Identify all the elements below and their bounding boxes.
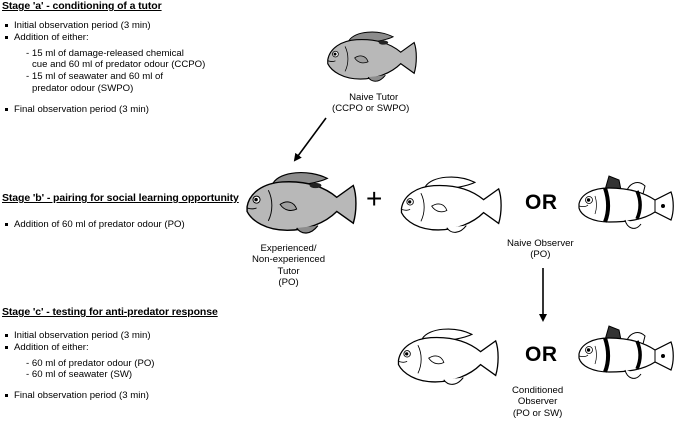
conditioned-observer-cardinalfish-icon	[577, 324, 676, 381]
naive-observer-damselfish-icon	[400, 176, 502, 234]
conditioned-observer-label: Conditioned	[512, 385, 564, 396]
plus-symbol: +	[366, 183, 383, 214]
stage-c-steps: Initial observation period (3 min) Addit…	[2, 330, 155, 402]
stage-a-steps: Initial observation period (3 min) Addit…	[2, 20, 205, 116]
or-symbol-stage-c: OR	[525, 343, 558, 366]
stage-c-option-po: - 60 ml of predator odour (PO)	[26, 357, 155, 369]
tutor-label-experienced: Experienced/	[260, 243, 317, 254]
conditioned-observer-label-2: Observer	[517, 396, 558, 408]
naive-observer-caption: Naive Observer (PO)	[507, 238, 574, 261]
naive-observer-treatment: (PO)	[530, 249, 551, 261]
naive-observer-cardinalfish-icon	[577, 174, 676, 231]
tutor-label-non-experienced: Non-experienced	[252, 254, 326, 266]
or-symbol-stage-b: OR	[525, 191, 558, 214]
tutor-treatment: (PO)	[278, 277, 299, 289]
stage-a-option-swpo-cont: predator odour (SWPO)	[32, 82, 134, 94]
stage-a-option-ccpo: - 15 ml of damage-released chemical	[26, 47, 184, 59]
naive-observer-label: Naive Observer	[507, 238, 574, 249]
stage-a-step-addition: Addition of either:	[2, 32, 205, 44]
conditioned-observer-damselfish-icon	[397, 328, 499, 386]
tutor-label: Tutor	[277, 265, 300, 277]
stage-c-step-addition: Addition of either:	[2, 342, 155, 354]
stage-a-step-final: Final observation period (3 min)	[2, 104, 205, 116]
arrow-down-icon	[293, 117, 327, 162]
stage-a-title: Stage 'a' - conditioning of a tutor	[2, 0, 162, 12]
stage-a-option-ccpo-cont: cue and 60 ml of predator odour (CCPO)	[32, 59, 206, 71]
stage-a-option-swpo: - 15 ml of seawater and 60 ml of	[26, 71, 164, 83]
conditioned-observer-caption: Conditioned Observer (PO or SW)	[512, 385, 563, 419]
tutor-caption: Experienced/ Non-experienced Tutor (PO)	[252, 243, 325, 289]
stage-b-title: Stage 'b' - pairing for social learning …	[2, 192, 239, 204]
naive-tutor-caption: Naive Tutor (CCPO or SWPO)	[332, 92, 409, 115]
stage-c-option-sw: - 60 ml of seawater (SW)	[26, 369, 133, 381]
conditioned-observer-treatment: (PO or SW)	[512, 407, 563, 419]
stage-b-step-addition: Addition of 60 ml of predator odour (PO)	[2, 219, 185, 231]
stage-c-step-initial: Initial observation period (3 min)	[2, 330, 155, 342]
naive-tutor-label: Naive Tutor	[349, 92, 399, 103]
stage-b-steps: Addition of 60 ml of predator odour (PO)	[2, 219, 185, 231]
stage-c-step-final: Final observation period (3 min)	[2, 390, 155, 402]
tutor-damselfish-icon	[246, 171, 357, 234]
stage-a-step-initial: Initial observation period (3 min)	[2, 20, 205, 32]
stage-c-title: Stage 'c' - testing for anti-predator re…	[2, 306, 218, 318]
naive-tutor-treatment: (CCPO or SWPO)	[332, 103, 410, 115]
